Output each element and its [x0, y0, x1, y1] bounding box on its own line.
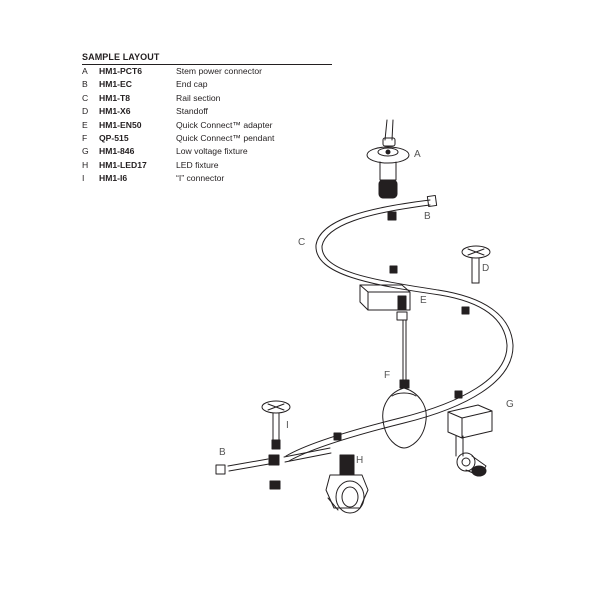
callout-f: F — [384, 370, 390, 381]
legend-part-code: HM1-T8 — [99, 92, 131, 103]
legend-description: Stem power connector — [176, 66, 262, 76]
legend-letter: I — [82, 173, 85, 184]
standoff-right — [461, 245, 491, 284]
legend-row-e: E HM1-EN50 Quick Connect™ adapter — [82, 119, 332, 132]
legend-letter: F — [82, 132, 88, 143]
legend-row-d: D HM1-X6 Standoff — [82, 105, 332, 118]
stem-power-connector — [366, 119, 410, 199]
quick-connect-adapter — [359, 284, 411, 321]
callout-i: I — [286, 420, 289, 431]
end-cap-bottom — [215, 464, 226, 475]
standoff-left — [261, 400, 291, 450]
legend-description: “I” connector — [176, 173, 225, 184]
callout-a: A — [414, 149, 421, 160]
callout-c: C — [298, 237, 305, 248]
legend-letter: E — [82, 119, 88, 130]
legend-letter: G — [82, 146, 89, 157]
callout-e: E — [420, 295, 427, 306]
legend-part-code: QP-515 — [99, 132, 129, 143]
rail-connector-nubs — [333, 211, 470, 441]
legend-row-i: I HM1-I6 “I” connector — [82, 172, 332, 185]
legend-letter: B — [82, 79, 88, 90]
legend-title: SAMPLE LAYOUT — [82, 52, 332, 65]
legend-description: Quick Connect™ pendant — [176, 132, 275, 143]
low-voltage-fixture — [447, 404, 493, 477]
legend-description: End cap — [176, 79, 208, 90]
legend-row-h: H HM1-LED17 LED fixture — [82, 159, 332, 172]
callout-g: G — [506, 399, 514, 410]
legend-part-code: HM1-I6 — [99, 173, 128, 184]
legend-row-a: A HM1-PCT6 Stem power connector — [82, 65, 332, 78]
legend-description: Low voltage fixture — [176, 146, 248, 157]
i-connector — [268, 454, 281, 490]
legend-part-code: HM1-EC — [99, 79, 132, 90]
legend-part-code: HM1-LED17 — [99, 159, 147, 170]
quick-connect-pendant — [382, 319, 427, 449]
rail-section-curve — [285, 199, 514, 462]
legend-part-code: HM1-X6 — [99, 106, 131, 117]
legend-part-code: HM1-PCT6 — [99, 66, 142, 76]
legend-letter: C — [82, 92, 89, 103]
callout-h: H — [356, 455, 363, 466]
legend-letter: D — [82, 106, 89, 117]
legend-description: Standoff — [176, 106, 208, 117]
rail-section-straight — [227, 447, 332, 472]
end-cap-top — [426, 194, 438, 208]
legend-table: SAMPLE LAYOUT A HM1-PCT6 Stem power conn… — [82, 52, 332, 186]
legend-description: Quick Connect™ adapter — [176, 119, 273, 130]
callout-b-top: B — [424, 211, 431, 222]
legend-part-code: HM1-846 — [99, 146, 135, 157]
led-fixture — [325, 454, 369, 514]
legend-row-c: C HM1-T8 Rail section — [82, 92, 332, 105]
legend-row-g: G HM1-846 Low voltage fixture — [82, 145, 332, 158]
legend-letter: H — [82, 159, 89, 170]
legend-description: LED fixture — [176, 159, 219, 170]
legend-description: Rail section — [176, 92, 221, 103]
callout-b-bottom: B — [219, 447, 226, 458]
legend-row-f: F QP-515 Quick Connect™ pendant — [82, 132, 332, 145]
callout-d: D — [482, 263, 489, 274]
legend-part-code: HM1-EN50 — [99, 119, 142, 130]
legend-letter: A — [82, 66, 88, 76]
legend-row-b: B HM1-EC End cap — [82, 78, 332, 91]
